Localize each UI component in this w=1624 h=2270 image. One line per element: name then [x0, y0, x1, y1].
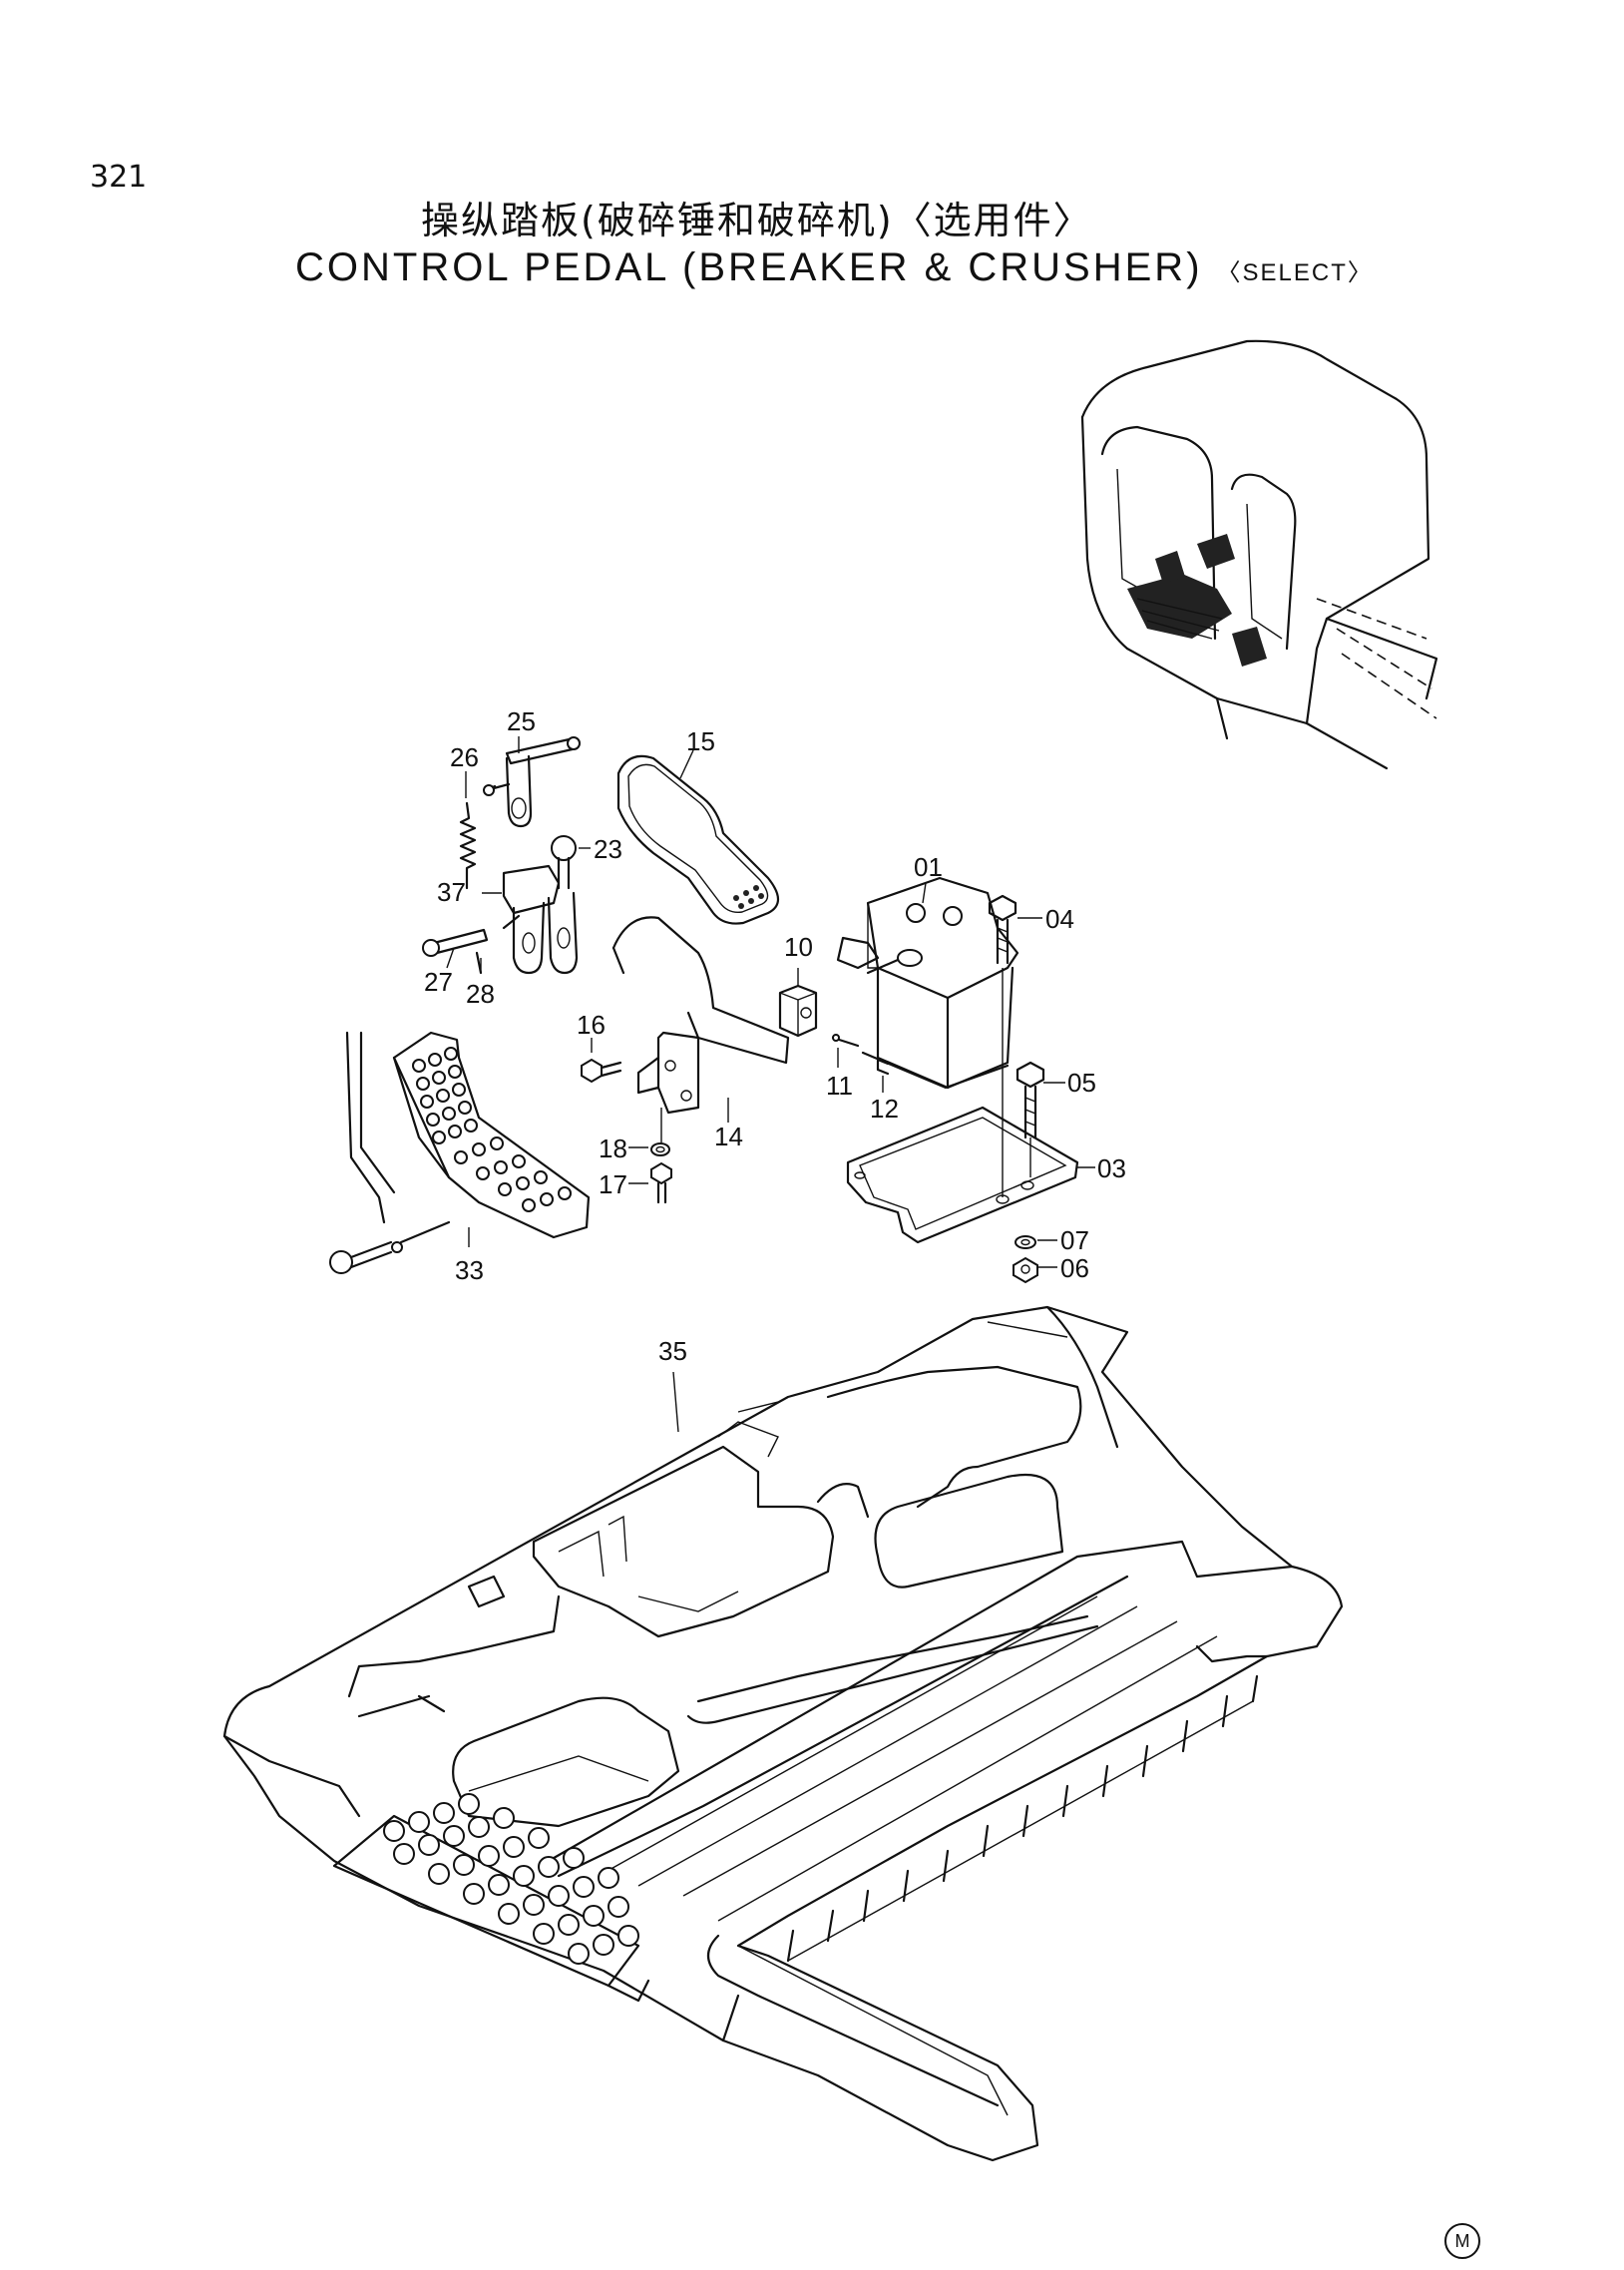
cover-tread-bumps	[733, 885, 764, 909]
part-label-18: 18	[599, 1134, 627, 1163]
part-label-25: 25	[507, 706, 536, 736]
title-english: CONTROL PEDAL (BREAKER & CRUSHER) 〈SELECT…	[295, 245, 1374, 290]
washer-nut-06-07	[1013, 1235, 1038, 1284]
part-label-14: 14	[714, 1122, 743, 1151]
title-english-main: CONTROL PEDAL (BREAKER & CRUSHER)	[295, 245, 1203, 289]
title-chinese: 操纵踏板(破碎锤和破碎机)〈选用件〉	[421, 199, 1093, 242]
mat-step-bumps	[383, 1793, 639, 1965]
bolts-04-05	[988, 894, 1045, 1197]
floor-mat-35	[222, 1305, 1344, 2162]
page-number: 321	[90, 160, 148, 195]
pedal-bracket-14	[611, 916, 790, 1115]
small-fasteners-16-17-18	[581, 1058, 672, 1204]
part-label-16: 16	[577, 1010, 606, 1040]
part-label-26: 26	[450, 742, 479, 772]
part-label-12: 12	[870, 1094, 899, 1124]
block-10-set	[778, 984, 890, 1076]
part-label-10: 10	[784, 932, 813, 962]
bracket-assembly	[422, 736, 581, 975]
part-label-35: 35	[658, 1336, 687, 1366]
part-label-23: 23	[594, 834, 622, 864]
base-plate-03	[846, 1106, 1079, 1244]
part-label-11: 11	[826, 1071, 853, 1101]
manufacturer-mark: M	[1444, 2223, 1480, 2259]
pedal-33	[329, 1031, 591, 1274]
pedal-cover-15	[616, 754, 780, 925]
part-label-37: 37	[437, 877, 466, 907]
pedal-tread-bumps	[412, 1047, 572, 1212]
part-label-03: 03	[1097, 1153, 1126, 1183]
part-label-05: 05	[1067, 1068, 1096, 1098]
cab-location-inset	[1080, 339, 1438, 770]
title-select-suffix: 〈SELECT〉	[1216, 259, 1374, 286]
part-label-06: 06	[1060, 1253, 1089, 1283]
part-label-15: 15	[686, 726, 715, 756]
valve-box-01	[836, 876, 1019, 1090]
part-label-07: 07	[1060, 1225, 1089, 1255]
part-label-33: 33	[455, 1255, 484, 1285]
part-label-17: 17	[599, 1169, 627, 1199]
part-label-28: 28	[466, 979, 495, 1009]
part-label-04: 04	[1045, 904, 1074, 934]
leader-lines	[446, 736, 1095, 1433]
part-label-01: 01	[914, 852, 943, 882]
part-label-27: 27	[424, 967, 453, 997]
